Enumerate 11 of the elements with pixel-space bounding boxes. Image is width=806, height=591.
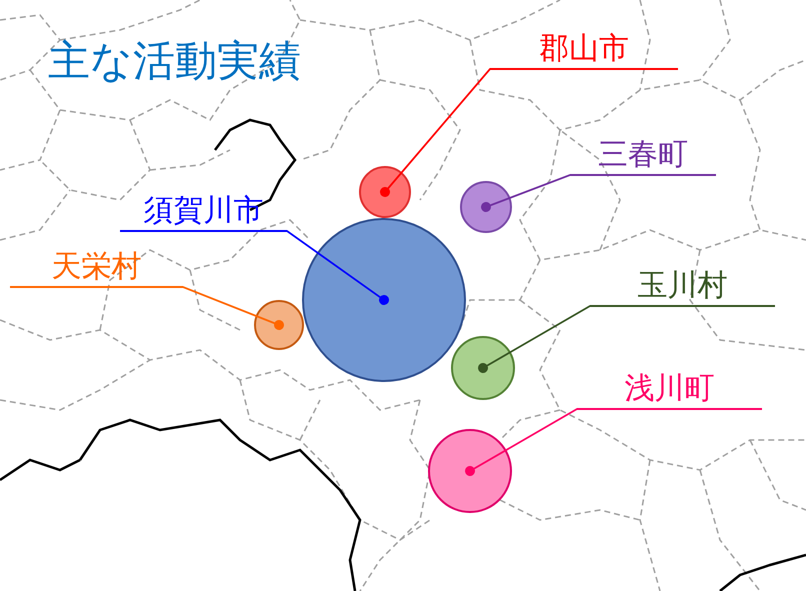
area-circle	[460, 181, 512, 233]
place-label: 天栄村	[10, 248, 183, 288]
area-circle	[451, 336, 515, 400]
title: 主な活動実績	[48, 36, 301, 86]
place-label: 浅川町	[577, 370, 762, 410]
place-label: 玉川村	[590, 267, 775, 307]
area-circle	[254, 300, 304, 350]
place-label: 三春町	[570, 136, 716, 176]
place-label: 郡山市	[490, 30, 678, 70]
area-circle	[359, 166, 411, 218]
place-label: 須賀川市	[120, 192, 287, 232]
